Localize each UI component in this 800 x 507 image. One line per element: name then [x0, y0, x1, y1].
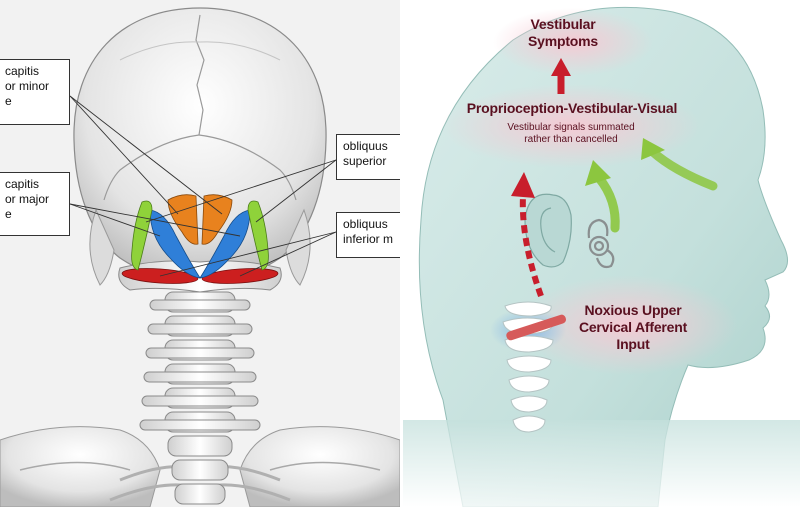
inner-ear — [587, 218, 615, 269]
right-clavicle — [239, 426, 400, 507]
vestibular-symptoms-label: Vestibular Symptoms — [528, 16, 598, 49]
mechanism-panel: Vestibular Symptoms Proprioception-Vesti… — [403, 0, 800, 507]
obliquus-superior-right — [247, 200, 269, 271]
cervical-vertebrae — [139, 291, 261, 505]
noxious-nerve — [506, 314, 566, 341]
label-rectus-capitis-major: capitis or major e — [0, 172, 70, 236]
head-illustration — [403, 6, 800, 507]
label-obliquus-superior: obliquus superior — [336, 134, 400, 180]
anatomy-panel: capitis or minor e capitis or major e ob… — [0, 0, 400, 507]
symptoms-glow — [493, 8, 653, 76]
label-obliquus-inferior: obliquus inferior m — [336, 212, 400, 258]
cervical-afferent-arrow — [519, 195, 544, 298]
vestibular-arrow — [594, 173, 620, 233]
integration-note: Vestibular signals summated rather than … — [507, 122, 635, 145]
cervical-glow — [518, 275, 738, 375]
integration-glow — [441, 84, 701, 168]
left-clavicle — [0, 426, 161, 507]
visual-arrow — [648, 147, 718, 191]
rectus-minor-right — [201, 194, 233, 245]
label-rectus-capitis-minor: capitis or minor e — [0, 59, 70, 125]
skull-illustration — [0, 7, 400, 507]
rectus-major-right — [199, 209, 251, 279]
integration-title: Proprioception-Vestibular-Visual — [466, 100, 678, 116]
leader-lines — [69, 95, 337, 277]
cervical-input-label: Noxious Upper Cervical Afferent Input — [578, 302, 688, 352]
